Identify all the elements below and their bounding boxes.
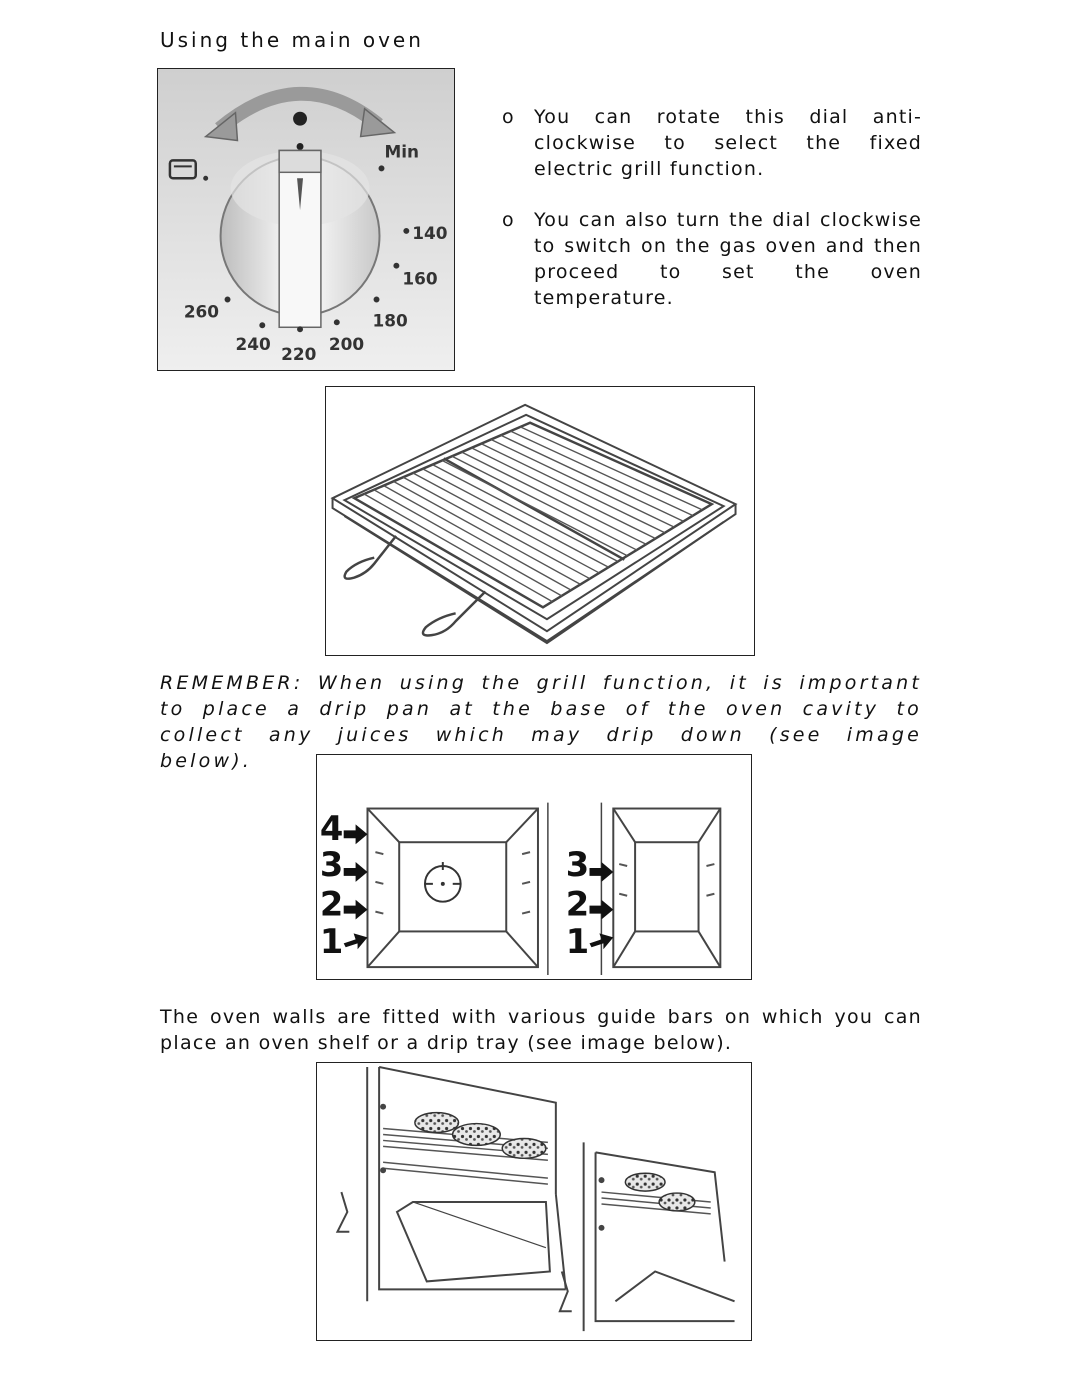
shelf-level-number: 2: [320, 885, 343, 924]
guide-bars-note: The oven walls are fitted with various g…: [160, 1006, 922, 1054]
dial-temp-label: 240: [235, 334, 270, 354]
dial-handle: [278, 149, 322, 329]
grill-tray-illustration: [330, 403, 738, 645]
food-items: [414, 1111, 696, 1212]
dial-temp-label: 260: [184, 301, 219, 321]
rack-wire: [461, 451, 647, 545]
section-title: Using the main oven: [160, 28, 424, 52]
guide-bar-pins: [380, 1103, 605, 1231]
oven-shelves-illustration: [335, 1065, 735, 1332]
rack-wire: [451, 455, 638, 551]
side-clips: [335, 1191, 572, 1313]
rack-wire: [363, 493, 553, 603]
dial-min-label: Min: [384, 141, 419, 161]
rack-wire: [510, 430, 694, 517]
shelf-level-number: 2: [566, 885, 589, 924]
instruction-text: You can also turn the dial clockwise to …: [534, 209, 922, 309]
rack-wire: [441, 459, 628, 557]
oven-dial-figure: Min 140 160 180 200 220 240 260: [157, 68, 455, 371]
dial-temp-label: 140: [412, 223, 447, 243]
drip-tray-outline: [330, 403, 738, 633]
guide-bars: [375, 851, 715, 915]
shelf-level-number: 3: [320, 845, 343, 884]
dial-temp-label: 180: [373, 310, 408, 330]
oven-shelves-figure: [316, 1062, 752, 1341]
main-oven-walls: [366, 1066, 566, 1302]
wire-rack-frame: [351, 421, 715, 609]
tray-handles: [343, 535, 487, 637]
rack-wire: [402, 476, 591, 580]
wire-rack-bars: [363, 426, 703, 603]
rack-wire: [500, 434, 684, 522]
shelf-levels-figure: 4 3 2 1 3 2 1: [316, 754, 752, 980]
rotation-arrow-icon: [203, 86, 397, 142]
shelf-level-number: 4: [320, 809, 343, 848]
dial-temp-label: 200: [329, 334, 364, 354]
instruction-text: You can rotate this dial anti-clockwise …: [534, 106, 922, 180]
oven-dial-illustration: Min 140 160 180 200 220 240 260: [158, 69, 454, 370]
rack-wire: [520, 426, 703, 511]
grill-tray-figure: [325, 386, 755, 656]
off-position-dot: [293, 111, 307, 126]
oven-fan-icon: [423, 862, 462, 903]
rack-wire: [412, 472, 600, 574]
shelf-level-number: 1: [566, 922, 589, 961]
rack-wire: [490, 438, 675, 528]
rack-wire: [373, 489, 563, 597]
rack-wire: [480, 443, 666, 534]
shelf-level-number: 3: [566, 845, 589, 884]
remember-note: REMEMBER: When using the grill function,…: [160, 672, 922, 772]
dial-temp-label: 220: [281, 344, 316, 364]
instruction-item: o You can also turn the dial clockwise t…: [500, 207, 922, 311]
shelf-levels-illustration: 4 3 2 1 3 2 1: [320, 802, 722, 976]
rack-wire: [422, 468, 609, 568]
rack-wire: [471, 447, 656, 540]
bullet-marker: o: [502, 106, 515, 128]
instruction-list: o You can rotate this dial anti-clockwis…: [500, 104, 922, 336]
rack-wire: [432, 464, 619, 563]
bullet-marker: o: [502, 209, 515, 231]
grill-icon: [168, 159, 197, 180]
rack-wire: [383, 484, 572, 591]
dial-temp-label: 160: [402, 269, 437, 289]
rack-wire: [393, 480, 581, 586]
instruction-item: o You can rotate this dial anti-clockwis…: [500, 104, 922, 182]
shelf-level-number: 1: [320, 922, 343, 961]
